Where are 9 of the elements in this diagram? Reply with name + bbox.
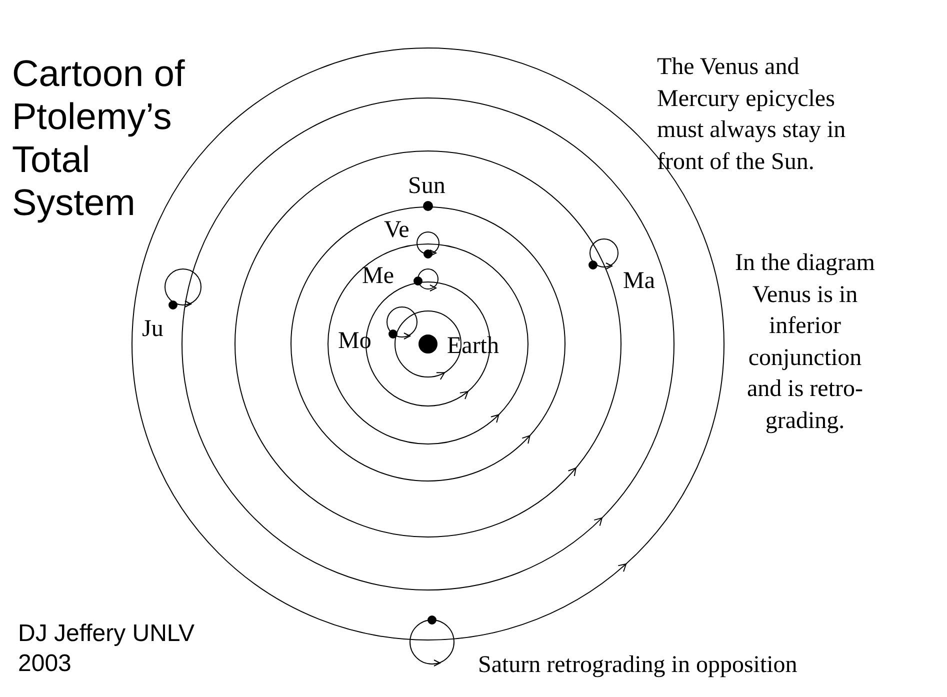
diagram-title: Cartoon of Ptolemy’s Total System — [12, 52, 186, 224]
planet-label: Sun — [408, 173, 446, 199]
planet-label: Ju — [142, 316, 164, 342]
credit-text: DJ Jeffery UNLV 2003 — [18, 619, 196, 679]
planet-label: Ve — [384, 217, 410, 243]
planet-label: Ma — [623, 268, 655, 294]
note-text: Saturn retrograding in opposition — [478, 652, 798, 678]
planet-label: Me — [362, 263, 394, 289]
note-text: In the diagram Venus is in inferior conjunction and is retro-grading. — [734, 249, 876, 436]
